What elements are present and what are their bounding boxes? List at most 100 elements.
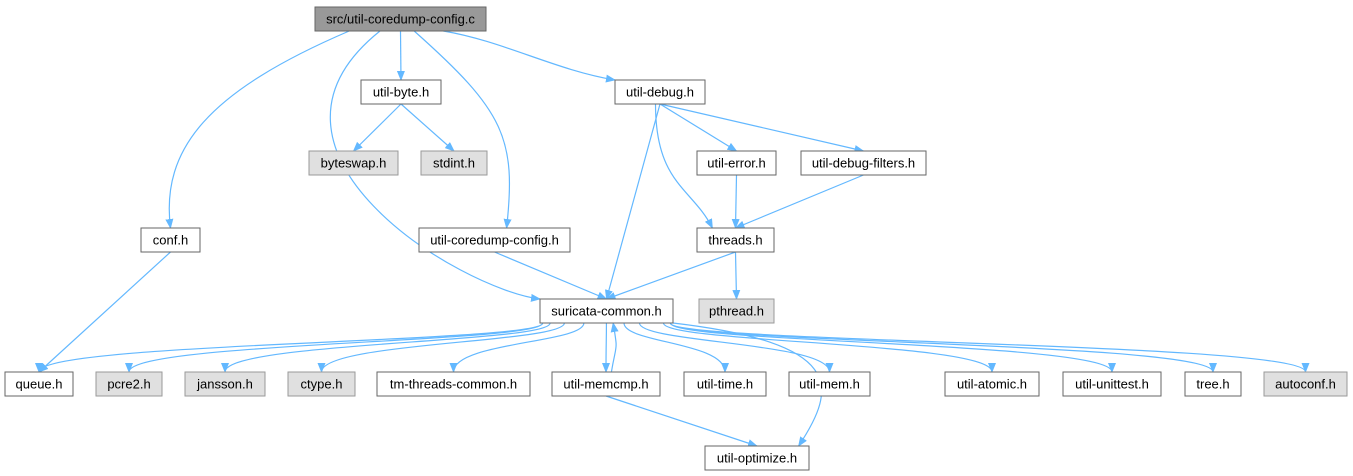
- node-label-threads: threads.h: [708, 233, 762, 248]
- node-label-ctype: ctype.h: [301, 377, 343, 392]
- node-optimize[interactable]: util-optimize.h: [704, 445, 810, 471]
- node-box-autoconf: [1263, 371, 1348, 397]
- node-memcmp[interactable]: util-memcmp.h: [551, 371, 661, 397]
- node-pcre2[interactable]: pcre2.h: [95, 371, 163, 397]
- node-box-tmthreads: [376, 371, 531, 397]
- node-ctype[interactable]: ctype.h: [287, 371, 356, 397]
- edge-error-to-threads: [731, 174, 740, 229]
- node-label-queue: queue.h: [16, 377, 63, 392]
- edge-common-to-time: [623, 322, 729, 373]
- node-box-memcmp: [551, 371, 661, 397]
- node-box-filters: [800, 150, 927, 176]
- edge-debug-to-common: [605, 103, 661, 300]
- node-box-pcre2: [95, 371, 163, 397]
- node-label-debug: util-debug.h: [626, 85, 694, 100]
- node-cdconfig[interactable]: util-coredump-config.h: [418, 227, 571, 253]
- node-tree[interactable]: tree.h: [1184, 371, 1242, 397]
- edge-common-to-mem: [638, 322, 834, 373]
- node-box-byte: [360, 79, 442, 105]
- node-label-optimize: util-optimize.h: [717, 451, 797, 466]
- node-common[interactable]: suricata-common.h: [539, 298, 674, 324]
- node-box-mem: [788, 371, 871, 397]
- node-time[interactable]: util-time.h: [683, 371, 767, 397]
- edge-common-to-jansson: [221, 322, 551, 373]
- edge-common-to-pcre2: [125, 322, 544, 373]
- node-label-atomic: util-atomic.h: [957, 377, 1027, 392]
- node-label-byte: util-byte.h: [373, 85, 429, 100]
- node-queue[interactable]: queue.h: [4, 371, 74, 397]
- edge-common-to-ctype: [317, 322, 565, 373]
- node-label-byteswap: byteswap.h: [321, 156, 387, 171]
- edge-root-to-common: [329, 30, 541, 302]
- node-mem[interactable]: util-mem.h: [788, 371, 871, 397]
- edge-common-to-unittest: [669, 322, 1116, 373]
- node-label-mem: util-mem.h: [799, 377, 860, 392]
- node-box-pthread: [698, 298, 775, 324]
- node-filters[interactable]: util-debug-filters.h: [800, 150, 927, 176]
- node-box-threads: [696, 227, 775, 253]
- edge-cdconfig-to-common: [494, 251, 608, 300]
- node-unittest[interactable]: util-unittest.h: [1062, 371, 1162, 397]
- node-byte[interactable]: util-byte.h: [360, 79, 442, 105]
- node-label-autoconf: autoconf.h: [1275, 377, 1336, 392]
- node-box-common: [539, 298, 674, 324]
- node-label-jansson: jansson.h: [196, 377, 253, 392]
- edge-common-to-queue: [35, 322, 544, 373]
- node-debug[interactable]: util-debug.h: [614, 79, 706, 105]
- edge-debug-to-filters: [659, 103, 865, 153]
- edge-memcmp-to-common: [610, 322, 619, 373]
- node-label-common: suricata-common.h: [551, 304, 662, 319]
- node-box-error: [696, 150, 777, 176]
- node-label-root: src/util-coredump-config.c: [326, 12, 475, 27]
- node-box-root: [314, 6, 487, 32]
- edge-root-to-debug: [443, 30, 616, 83]
- edge-root-to-byte: [396, 30, 405, 81]
- edge-threads-to-common: [605, 251, 736, 300]
- node-label-pthread: pthread.h: [709, 304, 764, 319]
- edge-filters-to-threads: [734, 174, 864, 229]
- node-atomic[interactable]: util-atomic.h: [944, 371, 1040, 397]
- node-label-conf: conf.h: [153, 233, 188, 248]
- nodes-layer: src/util-coredump-config.c conf.h util-byt…: [4, 6, 1348, 471]
- edge-common-to-autoconf: [669, 322, 1310, 373]
- node-box-atomic: [944, 371, 1040, 397]
- node-label-cdconfig: util-coredump-config.h: [430, 233, 559, 248]
- node-tmthreads[interactable]: tm-threads-common.h: [376, 371, 531, 397]
- node-box-stdint: [420, 150, 488, 176]
- node-pthread[interactable]: pthread.h: [698, 298, 775, 324]
- node-conf[interactable]: conf.h: [140, 227, 201, 253]
- node-label-memcmp: util-memcmp.h: [563, 377, 648, 392]
- node-box-queue: [4, 371, 74, 397]
- node-box-cdconfig: [418, 227, 571, 253]
- edge-byte-to-byteswap: [352, 103, 402, 152]
- node-label-time: util-time.h: [697, 377, 753, 392]
- node-label-unittest: util-unittest.h: [1075, 377, 1149, 392]
- edge-common-to-tmthreads: [449, 322, 585, 373]
- node-threads[interactable]: threads.h: [696, 227, 775, 253]
- node-box-jansson: [184, 371, 266, 397]
- node-error[interactable]: util-error.h: [696, 150, 777, 176]
- node-stdint[interactable]: stdint.h: [420, 150, 488, 176]
- edge-debug-to-threads: [654, 103, 713, 229]
- edge-conf-to-queue: [38, 251, 171, 373]
- edge-common-to-tree: [669, 322, 1217, 373]
- node-byteswap[interactable]: byteswap.h: [308, 150, 399, 176]
- node-label-error: util-error.h: [707, 156, 766, 171]
- node-autoconf[interactable]: autoconf.h: [1263, 371, 1348, 397]
- node-root[interactable]: src/util-coredump-config.c: [314, 6, 487, 32]
- node-box-unittest: [1062, 371, 1162, 397]
- edge-root-to-cdconfig: [413, 30, 512, 229]
- edges-layer: [35, 30, 1310, 447]
- node-label-stdint: stdint.h: [433, 156, 475, 171]
- edge-common-to-optimize: [672, 322, 823, 447]
- node-label-filters: util-debug-filters.h: [812, 156, 915, 171]
- edge-common-to-atomic: [662, 322, 996, 373]
- edge-memcmp-to-optimize: [605, 395, 758, 447]
- node-jansson[interactable]: jansson.h: [184, 371, 266, 397]
- node-box-debug: [614, 79, 706, 105]
- edge-threads-to-pthread: [732, 251, 741, 300]
- node-box-time: [683, 371, 767, 397]
- node-label-pcre2: pcre2.h: [107, 377, 150, 392]
- node-label-tree: tree.h: [1196, 377, 1229, 392]
